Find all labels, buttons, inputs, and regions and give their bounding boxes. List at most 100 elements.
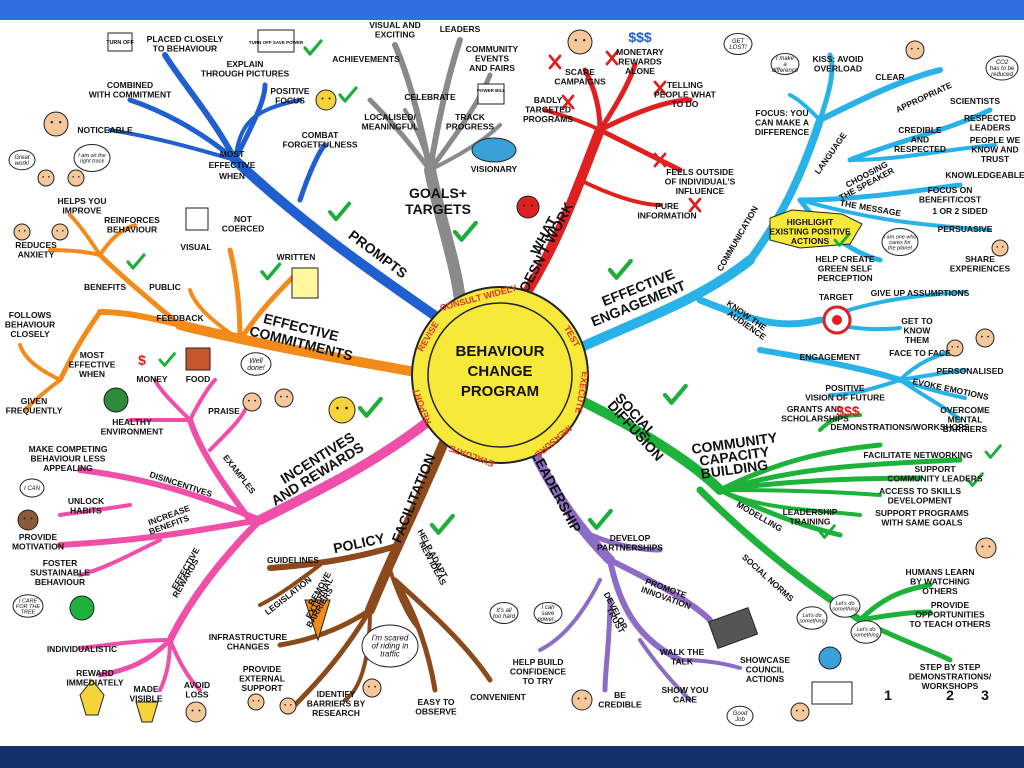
check-icon-commitments-2 bbox=[260, 262, 282, 281]
decor-layer bbox=[8, 29, 1019, 727]
wdw-money: $$$ bbox=[628, 29, 652, 45]
prompts-label-4: COMBINED bbox=[107, 80, 153, 90]
branch-lead-b bbox=[607, 557, 713, 623]
incentives-label-3: ENVIRONMENT bbox=[101, 427, 165, 437]
anxious-face-icon-eye-l bbox=[18, 230, 21, 232]
commitments-label-0: NOT bbox=[234, 214, 253, 224]
relieved-face-icon bbox=[51, 223, 69, 241]
center-title-2: PROGRAM bbox=[461, 383, 539, 400]
right-track-speech-text-1: right track bbox=[80, 159, 104, 165]
get-lost-speech-bubble bbox=[723, 33, 753, 55]
facilitation-label-10: PROVIDE bbox=[243, 664, 282, 674]
sharing-face-icon bbox=[991, 239, 1009, 257]
step-number-1: 1 bbox=[884, 687, 892, 703]
diffusion-label-1: SCHOLARSHIPS bbox=[781, 414, 849, 424]
branch-wdw-c bbox=[597, 97, 693, 133]
planet-speech-text-2: the planet bbox=[888, 245, 913, 251]
praise-face-icon-2-eye-r bbox=[286, 395, 289, 398]
diffusion-label-22: TO TEACH OTHERS bbox=[909, 619, 990, 629]
engagement-label-31: HELP CREATE bbox=[815, 254, 875, 264]
branch-prompts bbox=[230, 155, 460, 335]
goals-title-1: TARGETS bbox=[405, 201, 471, 217]
cross-icon-feels bbox=[653, 152, 667, 168]
goals-label-4: COMMUNITY bbox=[466, 44, 519, 54]
wdw-label-0: SCARE bbox=[565, 67, 595, 77]
engagement-label-2: CLEAR bbox=[875, 72, 904, 82]
thinking-face-icon-eye-r bbox=[59, 121, 62, 124]
facilitation-label-0: GUIDELINES bbox=[267, 555, 319, 565]
leadership-label-13: TO TRY bbox=[523, 676, 554, 686]
great-work-speech-text-1: work! bbox=[15, 161, 30, 167]
goals-label-1: EXCITING bbox=[375, 30, 416, 40]
care-tree-speech-text-2: TREE bbox=[21, 609, 36, 615]
engagement-label-1: OVERLOAD bbox=[814, 64, 862, 74]
branch-engagement bbox=[570, 255, 755, 355]
learner-face-icon-2-eye-l bbox=[72, 176, 74, 178]
engagement-label-16: TRUST bbox=[981, 154, 1010, 164]
diffusion-label-20: PROVIDE bbox=[931, 600, 970, 610]
i-can-speech-bubble bbox=[19, 478, 45, 498]
teacher-face-icon-eye-l bbox=[795, 709, 798, 712]
branches-layer bbox=[18, 37, 997, 713]
leadership-label-10: ACTIONS bbox=[746, 674, 785, 684]
incentives-label-1: FOOD bbox=[186, 374, 211, 384]
branch-com-h bbox=[188, 288, 242, 342]
target-bullseye bbox=[832, 315, 842, 325]
helper-face-icon-eye-l bbox=[252, 700, 254, 702]
check-icon-diffusion-4 bbox=[662, 383, 688, 405]
diffusion-label-14: WITH SAME GOALS bbox=[881, 518, 963, 528]
credible-person-icon-eye-l bbox=[577, 697, 580, 700]
branch-es-a bbox=[898, 350, 952, 382]
wdw-label-7: TO DO bbox=[672, 99, 699, 109]
commitments-label-13: FOLLOWS bbox=[9, 310, 52, 320]
branch-comm-c bbox=[788, 93, 822, 122]
branch-wdw-d bbox=[543, 108, 602, 132]
relieved-face-icon-eye-l bbox=[56, 230, 58, 232]
branch-dif-h bbox=[857, 582, 933, 623]
save-power-speech-text-1: save bbox=[542, 611, 555, 617]
branch-prompts-a bbox=[162, 52, 238, 163]
helper-face-icon-2 bbox=[279, 697, 297, 715]
branch-prompts-d bbox=[108, 128, 237, 162]
scientist-face-icon-eye-r bbox=[917, 47, 920, 50]
cake-icon bbox=[185, 347, 211, 371]
care-tree-speech-bubble bbox=[12, 594, 44, 618]
step-number-3: 3 bbox=[981, 687, 989, 703]
good-job-speech-text-1: Job bbox=[734, 717, 745, 723]
well-done-speech-text-0: Well bbox=[249, 358, 263, 365]
diffusion-label-11: LEADERSHIP bbox=[783, 507, 838, 517]
wdw-label-5: TELLING bbox=[667, 80, 704, 90]
incentives-label-16: FOSTER bbox=[43, 558, 77, 568]
diffusion-label-8: COMMUNITY LEADERS bbox=[887, 474, 983, 484]
thinking-face-icon bbox=[43, 111, 69, 137]
branch-dif-k bbox=[818, 413, 862, 432]
planet-speech-bubble bbox=[881, 228, 919, 256]
wdw-label-14: PURE bbox=[655, 201, 679, 211]
praise-face-icon bbox=[242, 392, 262, 412]
lets-do-speech-2-bubble bbox=[829, 594, 861, 618]
diffusion-label-2: DEMONSTRATIONS/WORKSHOPS bbox=[830, 422, 969, 432]
learner-face-icon-eye-l bbox=[981, 545, 984, 548]
branch-com-k bbox=[23, 378, 62, 412]
great-work-speech-text-0: Great bbox=[14, 155, 29, 161]
sharing-face-icon-eye-l bbox=[996, 246, 998, 248]
smiley-face-icon-eye-l bbox=[321, 97, 324, 100]
branch-fac-d bbox=[343, 608, 372, 702]
lets-do-speech-2-text-0: Let's do bbox=[835, 601, 854, 607]
branch-es-c bbox=[898, 378, 967, 400]
learner-face-icon-2-eye-r bbox=[78, 176, 80, 178]
save-power-speech-text-2: power... bbox=[536, 617, 558, 623]
diffusion-label-17: HUMANS LEARN bbox=[906, 567, 975, 577]
co2-speech-text-2: reduced bbox=[991, 72, 1013, 78]
scared-traffic-speech-text-2: traffic bbox=[380, 650, 400, 659]
goals-label-12: VISIONARY bbox=[471, 164, 518, 174]
prompts-label-9: COMBAT bbox=[302, 130, 339, 140]
engagement-label-28: HIGHLIGHT bbox=[787, 217, 835, 227]
smiley-face-icon bbox=[315, 89, 337, 111]
diffusion-money: $$$ bbox=[836, 403, 860, 419]
diffusion-label-0: GRANTS AND bbox=[787, 404, 843, 414]
smiley-face-icon-incentives-eye-r bbox=[345, 406, 348, 410]
branch-inc-m bbox=[78, 538, 162, 577]
globe-icon bbox=[818, 646, 842, 670]
